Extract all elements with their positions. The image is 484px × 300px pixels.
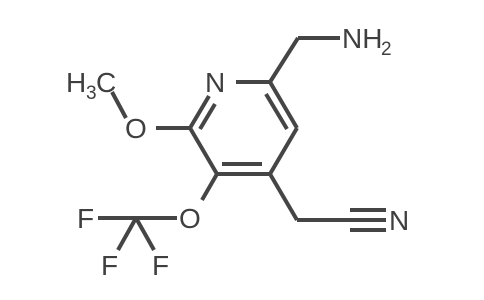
- amine-subscript: 2: [381, 39, 392, 60]
- methyl-c-label: C: [96, 67, 116, 98]
- methoxy-o-label: O: [125, 113, 147, 144]
- bonds: [98, 36, 386, 251]
- bond-c3-c2: [188, 126, 219, 176]
- methyl-h-label: H: [66, 67, 86, 98]
- ocf3-o-label: O: [179, 203, 201, 234]
- bond-c4-ch2: [268, 172, 299, 222]
- fluorine-lower-right-label: F: [152, 250, 169, 281]
- bond-c-f-lower-left: [116, 217, 138, 251]
- nitrile-n-label: N: [389, 205, 409, 236]
- bond-c5-c4: [268, 126, 299, 176]
- bond-c2-n-double: [198, 102, 217, 131]
- pyridine-n-label: N: [205, 67, 225, 98]
- fluorine-left-label: F: [77, 203, 94, 234]
- methyl-subscript: 3: [86, 83, 97, 104]
- bond-ring-ch2: [268, 36, 300, 84]
- bond-c3-o: [200, 173, 219, 201]
- bond-c-f-lower-right: [134, 217, 156, 251]
- bond-c2-n: [188, 94, 211, 130]
- bond-o-ch3: [110, 91, 128, 119]
- bond-c6-c5-double: [264, 92, 289, 131]
- atom-labels: NH 2 N H 3 C O O N F F F: [66, 23, 409, 281]
- bond-c6-c5: [268, 80, 299, 130]
- amine-label: NH: [342, 23, 382, 54]
- fluorine-lower-left-label: F: [101, 250, 118, 281]
